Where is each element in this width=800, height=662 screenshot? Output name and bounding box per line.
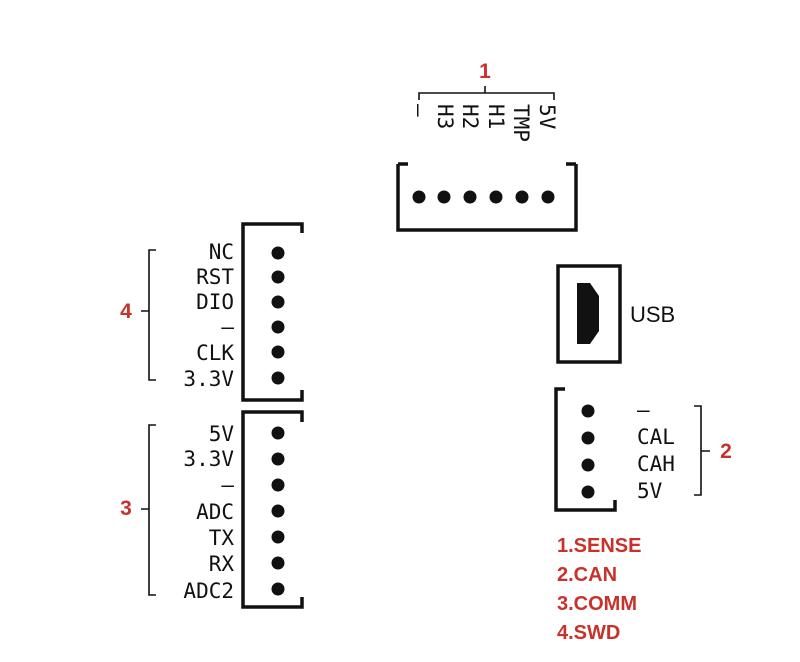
swd-pin-label: CLK — [196, 341, 234, 365]
swd-connector-bracket — [141, 249, 156, 381]
swd-pin-labels: NC RST DIO – CLK 3.3V — [183, 240, 234, 391]
usb-port-icon — [577, 283, 599, 344]
swd-pin — [271, 270, 285, 284]
sense-connector-number: 1 — [479, 60, 491, 83]
can-pin-label: 5V — [637, 479, 663, 503]
usb-label: USB — [630, 302, 675, 327]
usb-connector: USB — [556, 264, 675, 364]
swd-connector: 4 NC RST DIO – CLK 3.3V — [120, 222, 304, 402]
comm-pin — [271, 582, 285, 596]
sense-pin — [412, 190, 426, 204]
swd-pin-label: DIO — [196, 290, 234, 314]
comm-pin-label: ADC2 — [183, 579, 234, 603]
sense-pin-labels: 5V TMP H1 H2 H3 – — [407, 104, 559, 142]
comm-pin-label: – — [221, 473, 234, 497]
sense-pin-label: TMP — [509, 104, 533, 142]
swd-pin-label: – — [221, 315, 234, 339]
comm-connector-bracket — [141, 424, 156, 596]
comm-pin — [271, 504, 285, 518]
comm-pin-label: ADC — [196, 500, 234, 524]
swd-pin — [271, 345, 285, 359]
swd-pin-label: NC — [209, 240, 234, 264]
swd-pin — [271, 295, 285, 309]
comm-pin — [271, 452, 285, 466]
sense-connector-bracket — [418, 86, 555, 100]
sense-pin-label: – — [407, 104, 431, 117]
sense-pin-label: H3 — [433, 104, 457, 129]
legend-item-sense: 1.SENSE — [557, 535, 641, 557]
comm-pins — [271, 426, 285, 596]
sense-pin — [437, 190, 451, 204]
sense-pin-label: H1 — [484, 104, 508, 129]
swd-pin — [271, 246, 285, 260]
comm-pin — [271, 478, 285, 492]
can-pin — [581, 485, 595, 499]
can-pin — [581, 458, 595, 472]
can-pin-labels: – CAL CAH 5V — [637, 398, 675, 503]
comm-pin-label: 5V — [209, 422, 235, 446]
swd-pin — [271, 320, 285, 334]
can-connector-housing — [554, 387, 617, 512]
sense-pin-label: 5V — [535, 104, 559, 130]
can-connector-number: 2 — [720, 440, 732, 463]
can-connector-bracket — [694, 405, 710, 496]
swd-pins — [271, 246, 285, 385]
swd-pin-label: RST — [196, 265, 234, 289]
can-pin-label: CAL — [637, 425, 675, 449]
comm-pin-label: 3.3V — [183, 447, 234, 471]
swd-connector-number: 4 — [120, 300, 132, 323]
swd-connector-housing — [241, 222, 304, 402]
can-pin-label: – — [637, 398, 650, 422]
can-pin — [581, 431, 595, 445]
sense-pin — [489, 190, 503, 204]
comm-pin-label: RX — [209, 552, 235, 576]
comm-pin — [271, 426, 285, 440]
sense-pin — [541, 190, 555, 204]
comm-pin-labels: 5V 3.3V – ADC TX RX ADC2 — [183, 422, 234, 603]
sense-pin-label: H2 — [458, 104, 482, 129]
swd-pin-label: 3.3V — [183, 367, 234, 391]
can-pin-label: CAH — [637, 452, 675, 476]
can-pins — [581, 404, 595, 499]
swd-pin — [271, 371, 285, 385]
legend-item-comm: 3.COMM — [557, 593, 637, 615]
can-pin — [581, 404, 595, 418]
comm-pin — [271, 530, 285, 544]
usb-connector-housing — [556, 264, 622, 364]
comm-connector-housing — [241, 410, 304, 609]
legend-item-can: 2.CAN — [557, 564, 617, 586]
sense-pin — [463, 190, 477, 204]
connector-legend: 1.SENSE 2.CAN 3.COMM 4.SWD — [557, 535, 641, 644]
can-connector: – CAL CAH 5V 2 — [554, 387, 732, 512]
sense-pins — [412, 190, 555, 204]
sense-connector-housing — [396, 162, 578, 232]
comm-pin-label: TX — [209, 526, 235, 550]
sense-connector: 1 5V TMP H1 H2 H3 – — [396, 60, 578, 232]
comm-connector-number: 3 — [120, 497, 132, 520]
sense-pin — [515, 190, 529, 204]
comm-connector: 3 5V 3.3V – ADC TX RX ADC2 — [120, 410, 304, 609]
legend-item-swd: 4.SWD — [557, 622, 620, 644]
comm-pin — [271, 556, 285, 570]
